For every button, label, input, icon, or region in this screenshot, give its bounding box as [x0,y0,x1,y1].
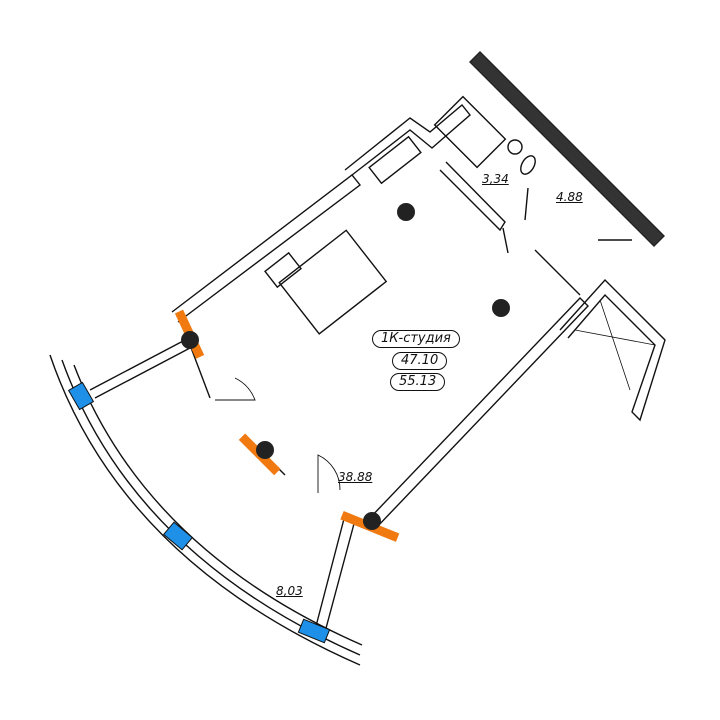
total-area-label: 55.13 [390,373,446,391]
partition-left [189,344,211,399]
bathtub [433,95,507,169]
bathroom-area-label: 3,34 [482,172,509,186]
kitchen-wall [344,104,471,176]
toilet [520,155,536,175]
facade-curve [49,354,361,666]
wall-left [171,174,361,323]
balcony-box [559,278,666,422]
studio-area-label: 38.88 [338,470,373,484]
window [297,618,331,644]
hallway-area-label: 4.88 [556,190,583,204]
apartment-type-label: 1К-студия [372,330,460,348]
partition-bottom [314,514,356,633]
loggia-area-label: 8,03 [276,584,303,598]
column [363,512,381,530]
sink [507,139,523,155]
wall-right [367,296,589,529]
column [181,331,199,349]
exterior-wall [469,51,665,247]
window [67,381,95,411]
living-area-label: 47.10 [392,352,448,370]
light-fixture [492,299,510,317]
partition-top [89,339,191,399]
door-line [502,187,632,296]
window [162,521,194,551]
door-arc-2 [317,454,341,493]
light-fixture [397,203,415,221]
bathroom-wall [439,161,506,232]
column [256,441,274,459]
stove [368,135,422,185]
door-arc-1 [215,377,256,401]
bed [278,229,388,335]
